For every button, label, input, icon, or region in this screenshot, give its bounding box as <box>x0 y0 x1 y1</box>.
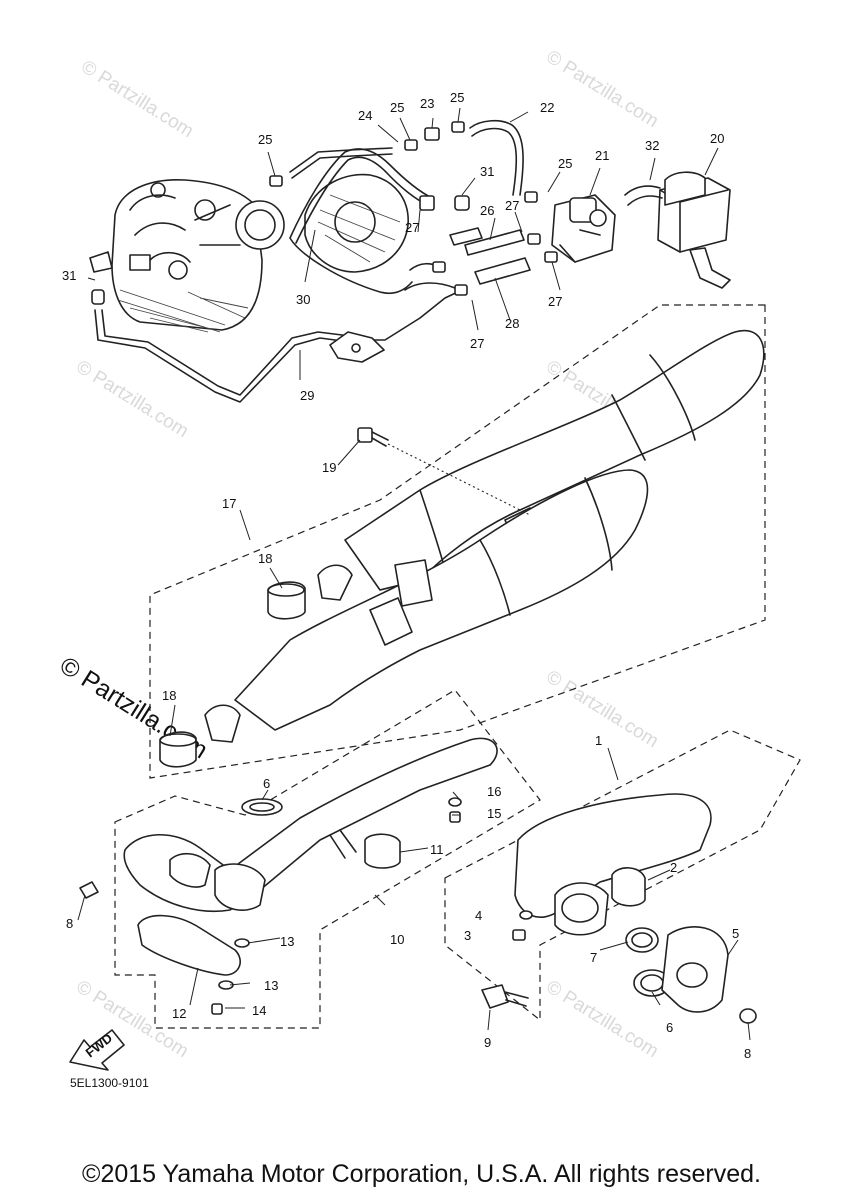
callout-10: 10 <box>390 932 404 947</box>
hose-fittings <box>89 119 558 305</box>
exhaust-pipe-10 <box>123 737 498 913</box>
collar-18-upper <box>267 581 306 620</box>
callout-31b: 31 <box>480 164 494 179</box>
callout-26: 26 <box>480 203 494 218</box>
callouts: 1 2 3 4 5 6 6 7 8 8 9 10 11 12 13 13 14 … <box>62 90 751 1061</box>
callout-13a: 13 <box>280 934 294 949</box>
rear-pipe-boundary <box>444 729 801 1022</box>
callout-7: 7 <box>590 950 597 965</box>
bolt-19 <box>357 427 389 447</box>
exhaust-pipe-1 <box>514 793 712 936</box>
diagram-code: 5EL1300-9101 <box>70 1076 149 1090</box>
muffler-assy-boundary <box>149 304 766 779</box>
callout-29: 29 <box>300 388 314 403</box>
engine-cylinder-head <box>111 179 285 333</box>
callout-27d: 27 <box>470 336 484 351</box>
callout-11: 11 <box>430 842 444 857</box>
callout-25a: 25 <box>390 100 404 115</box>
callout-27c: 27 <box>548 294 562 309</box>
callout-6a: 6 <box>263 776 270 791</box>
callout-32: 32 <box>645 138 659 153</box>
callout-25d: 25 <box>258 132 272 147</box>
callout-12: 12 <box>172 1006 186 1021</box>
callout-5: 5 <box>732 926 739 941</box>
copyright-notice: ©2015 Yamaha Motor Corporation, U.S.A. A… <box>82 1160 761 1188</box>
callout-8a: 8 <box>66 916 73 931</box>
callout-27b: 27 <box>505 198 519 213</box>
callout-1: 1 <box>595 733 602 748</box>
air-filter-cover <box>304 173 409 273</box>
callout-28: 28 <box>505 316 519 331</box>
watermark: © Partzilla.com <box>77 56 197 142</box>
callout-4: 4 <box>475 908 482 923</box>
pipe-bracket <box>329 331 385 363</box>
watermark: © Partzilla.com <box>542 46 662 132</box>
callout-18a: 18 <box>258 551 272 566</box>
callout-9: 9 <box>484 1035 491 1050</box>
leader-lines <box>77 107 751 1041</box>
callout-24: 24 <box>358 108 372 123</box>
callout-14: 14 <box>252 1003 266 1018</box>
callout-8b: 8 <box>744 1046 751 1061</box>
callout-20: 20 <box>710 131 724 146</box>
callout-2: 2 <box>670 860 677 875</box>
callout-25c: 25 <box>558 156 572 171</box>
front-pipe-boundary <box>114 689 541 1029</box>
callout-22: 22 <box>540 100 554 115</box>
gaskets-joints <box>79 797 757 1024</box>
callout-3: 3 <box>464 928 471 943</box>
callout-19: 19 <box>322 460 336 475</box>
collar-18-lower <box>159 731 197 768</box>
callout-6b: 6 <box>666 1020 673 1035</box>
callout-15: 15 <box>487 806 501 821</box>
callout-13b: 13 <box>264 978 278 993</box>
forward-arrow-icon: FWD <box>69 1029 125 1071</box>
callout-16: 16 <box>487 784 501 799</box>
lower-muffler <box>204 469 649 743</box>
watermark: © Partzilla.com <box>72 356 192 442</box>
callout-25b: 25 <box>450 90 464 105</box>
callout-18b: 18 <box>162 688 176 703</box>
callout-23: 23 <box>420 96 434 111</box>
heat-protector-12 <box>137 914 241 976</box>
callout-21: 21 <box>595 148 609 163</box>
air-filter-case <box>624 171 731 289</box>
air-cut-valve <box>551 194 616 263</box>
callout-17: 17 <box>222 496 236 511</box>
callout-31a: 31 <box>62 268 76 283</box>
callout-27a: 27 <box>405 220 419 235</box>
callout-30: 30 <box>296 292 310 307</box>
